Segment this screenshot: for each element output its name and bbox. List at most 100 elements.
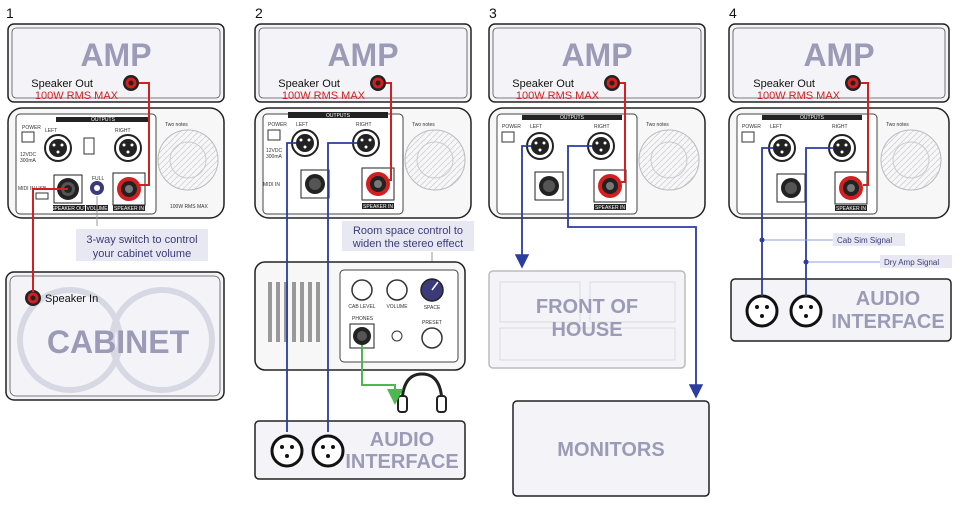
brand-logo: Two notes: [886, 122, 909, 128]
cab-level-knob: CAB LEVEL: [348, 279, 376, 310]
speaker-out-jack: [604, 75, 620, 91]
signal-labels: Cab Sim Signal Dry Amp Signal: [833, 233, 952, 268]
volume-knob: VOLUME: [386, 279, 408, 310]
setup-number: 2: [255, 5, 263, 21]
xlr-left-connector: [44, 134, 72, 162]
speaker-in-tag: SPEAKER IN: [114, 206, 144, 212]
xlr-input-2: [789, 294, 823, 328]
ma-label: 300mA: [266, 154, 283, 160]
brand-logo: Two notes: [646, 122, 669, 128]
preset-knob: PRESET: [421, 320, 443, 349]
amp-box: AMP Speaker Out 100W RMS MAX: [488, 23, 706, 103]
speaker-out-label: Speaker Out: [278, 78, 340, 90]
pedal-unit: OUTPUTS LEFT RIGHT POWER SPEAKER I: [728, 107, 950, 219]
speaker-in-jack-unit: [112, 172, 146, 206]
switch-note: 3-way switch to control your cabinet vol…: [76, 196, 208, 261]
volt-label: 12VDC: [266, 148, 283, 154]
volt-label: 12VDC: [20, 152, 37, 158]
speaker-in-jack-unit: [361, 167, 395, 201]
amp-title: AMP: [803, 37, 874, 73]
setup-3: 3 AMP Speaker Out 100W RMS MAX OUTPUTS L…: [488, 5, 710, 497]
room-note: Room space control to widen the stereo e…: [342, 221, 474, 280]
xlr-right-connector: [352, 129, 380, 157]
preset-label: PRESET: [422, 320, 442, 326]
speaker-out-jack: [845, 75, 861, 91]
phones-jack: [349, 323, 375, 349]
left-label: LEFT: [770, 124, 782, 130]
outputs-label: OUTPUTS: [91, 117, 116, 123]
fan-grille: [880, 129, 942, 191]
brand-logo: Two notes: [412, 122, 435, 128]
xlr-right-connector: [587, 132, 615, 160]
cab-level-label: CAB LEVEL: [348, 304, 375, 310]
xlr-left-connector: [526, 132, 554, 160]
brand-logo: Two notes: [165, 122, 188, 128]
rms-label: 100W RMS MAX: [282, 90, 366, 102]
speaker-in-tag: SPEAKER IN: [595, 205, 625, 211]
audio-interface-box: AUDIO INTERFACE: [254, 420, 466, 480]
speaker-out-label: Speaker Out: [512, 78, 574, 90]
power-label: POWER: [502, 124, 521, 130]
amp-box: AMP Speaker Out 100W RMS MAX: [728, 23, 950, 103]
mixing-desk-sketch: [499, 281, 676, 361]
volume-label: VOLUME: [386, 304, 408, 310]
speaker-in-jack-unit: [593, 169, 627, 203]
right-label: RIGHT: [356, 122, 372, 128]
volume-switch: FULL: [90, 176, 104, 195]
right-label: RIGHT: [115, 128, 131, 134]
foh-title-line2: HOUSE: [551, 319, 622, 341]
left-label: LEFT: [530, 124, 542, 130]
room-note-line2: widen the stereo effect: [352, 238, 463, 250]
speaker-out-jack: [370, 75, 386, 91]
setup-1: 1 AMP Speaker Out 100W RMS MAX OUTPUTS L…: [5, 5, 225, 401]
left-label: LEFT: [45, 128, 57, 134]
monitors-box: MONITORS: [512, 400, 710, 497]
midi-label: MIDI IN: [263, 182, 280, 188]
speaker-out-jack-unit: [776, 173, 806, 203]
vent-slots: [268, 282, 320, 342]
interface-title-line2: INTERFACE: [345, 451, 458, 473]
switch-note-line1: 3-way switch to control: [86, 234, 197, 246]
cabinet-box: Speaker In CABINET: [5, 271, 225, 401]
amp-title: AMP: [327, 37, 398, 73]
amp-box: AMP Speaker Out 100W RMS MAX: [7, 23, 225, 103]
interface-title-line1: AUDIO: [856, 288, 920, 310]
setup-number: 1: [6, 5, 14, 21]
speaker-out-label: Speaker Out: [753, 78, 815, 90]
xlr-input-1: [270, 434, 304, 468]
signal-cables: [32, 82, 150, 292]
space-label: SPACE: [424, 305, 441, 311]
rms-label: 100W RMS MAX: [35, 90, 119, 102]
rms-small-label: 100W RMS MAX: [170, 204, 208, 210]
xlr-left-connector: [291, 129, 319, 157]
headphones-icon: [397, 372, 447, 413]
pedal-unit: OUTPUTS LEFT RIGHT POWER 12VDC 300mA MID…: [254, 107, 472, 219]
xlr-right-connector: [114, 134, 142, 162]
speaker-out-jack-unit: [534, 171, 564, 201]
speaker-out-jack: [123, 75, 139, 91]
ma-label: 300mA: [20, 158, 37, 164]
speaker-out-label: Speaker Out: [31, 78, 93, 90]
fan-grille: [638, 129, 700, 191]
xlr-right-connector: [828, 134, 856, 162]
setup-number: 3: [489, 5, 497, 21]
rms-label: 100W RMS MAX: [516, 90, 600, 102]
space-knob: SPACE: [420, 278, 444, 311]
audio-interface-box: AUDIO INTERFACE: [730, 278, 952, 342]
signal-cables: [759, 82, 880, 296]
right-label: RIGHT: [832, 124, 848, 130]
power-label: POWER: [22, 125, 41, 131]
switch-note-line2: your cabinet volume: [93, 248, 191, 260]
pedal-unit: OUTPUTS LEFT RIGHT POWER SPEAKER I: [488, 107, 706, 219]
xlr-input-2: [311, 434, 345, 468]
power-label: POWER: [268, 122, 287, 128]
interface-title-line1: AUDIO: [370, 429, 434, 451]
speaker-in-tag: SPEAKER IN: [836, 206, 866, 212]
speaker-in-jack: [25, 290, 41, 306]
dry-amp-label: Dry Amp Signal: [884, 258, 939, 267]
phones-label: PHONES: [352, 316, 374, 322]
rms-label: 100W RMS MAX: [757, 90, 841, 102]
speaker-out-jack-unit: [300, 169, 330, 199]
amp-box: AMP Speaker Out 100W RMS MAX: [254, 23, 472, 103]
power-label: POWER: [742, 124, 761, 130]
